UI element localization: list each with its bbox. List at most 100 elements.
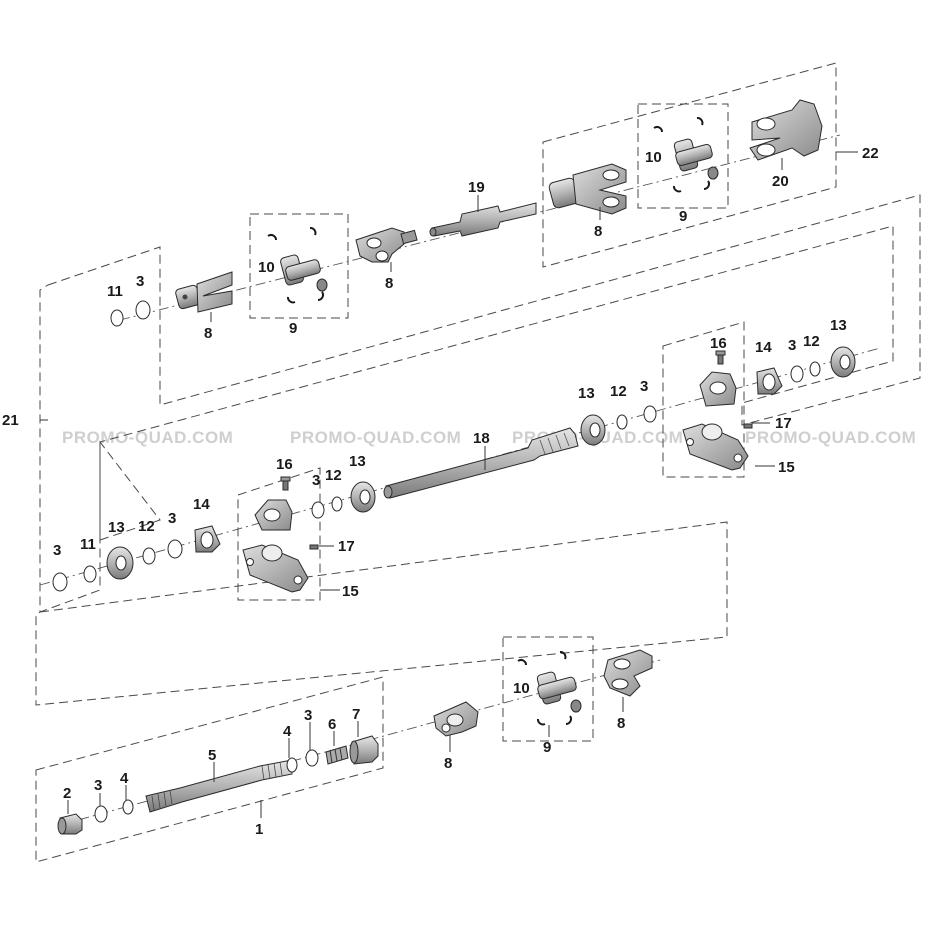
callout-10: 10 (513, 680, 530, 697)
axis-upper (119, 134, 841, 321)
snap-ring-11 (110, 309, 124, 327)
callout-12: 12 (803, 333, 820, 350)
screw-17-left (309, 544, 319, 550)
circlip-4 (286, 757, 298, 773)
group-21-inner-outline (99, 440, 161, 541)
clips-10-upper-right (653, 117, 710, 193)
lower-assembly (57, 649, 653, 835)
yoke-8-lower-right (603, 649, 653, 697)
shaft-18 (383, 427, 579, 499)
universal-joint-cross-10-lower (536, 671, 582, 713)
callout-10: 10 (258, 259, 275, 276)
callout-11: 11 (80, 536, 96, 553)
callout-3: 3 (168, 510, 176, 527)
callout-13: 13 (349, 453, 366, 470)
callout-15: 15 (342, 583, 359, 600)
group-outlines (35, 62, 921, 863)
callout-3: 3 (136, 273, 144, 290)
cap-2 (57, 813, 83, 835)
snap-ring-12 (331, 496, 343, 512)
seal-13-left (106, 546, 134, 580)
callout-8: 8 (444, 755, 452, 772)
callout-8: 8 (617, 715, 625, 732)
universal-joint-cross-10-upper-left (280, 254, 328, 292)
callout-20: 20 (772, 173, 789, 190)
snap-ring-11 (83, 565, 97, 583)
flange-yoke-20 (749, 99, 823, 161)
seal-13-right-b (830, 346, 856, 378)
callout-10: 10 (645, 149, 662, 166)
seal-13-right-a (580, 414, 606, 446)
callout-3: 3 (304, 707, 312, 724)
callout-7: 7 (352, 706, 360, 723)
group-9-box-upper-right (637, 103, 729, 209)
callout-3: 3 (53, 542, 61, 559)
callout-13: 13 (108, 519, 125, 536)
group-22-outline (542, 62, 837, 268)
callout-9: 9 (289, 320, 297, 337)
callout-16: 16 (710, 335, 727, 352)
yoke-8-upper-right (548, 163, 627, 215)
washer-3 (790, 365, 804, 383)
snap-ring-12 (616, 414, 628, 430)
seal-13-center (350, 481, 376, 513)
washer-3 (94, 805, 108, 823)
group-21-lower-outline (35, 521, 728, 706)
callout-6: 6 (328, 716, 336, 733)
bolt-16-right (715, 350, 726, 365)
callout-8: 8 (594, 223, 602, 240)
callout-13: 13 (578, 385, 595, 402)
universal-joint-cross-10-upper-right (673, 138, 719, 180)
callout-5: 5 (208, 747, 216, 764)
upper-assembly (110, 99, 823, 327)
spring-6 (325, 745, 349, 765)
group-15-box-right (662, 321, 745, 478)
circlip-4 (122, 799, 134, 815)
callout-12: 12 (138, 518, 155, 535)
group-9-box-lower (502, 636, 594, 742)
yoke-8-lower-left (433, 701, 479, 737)
washer-3 (311, 501, 325, 519)
callout-3: 3 (312, 472, 320, 489)
washer-3 (135, 300, 151, 320)
callout-21: 21 (2, 412, 19, 429)
snap-ring-12 (809, 361, 821, 377)
bolt-16-left (280, 476, 291, 491)
washer-3 (305, 749, 319, 767)
washer-3 (643, 405, 657, 423)
callout-18: 18 (473, 430, 490, 447)
washer-3 (167, 539, 183, 559)
callout-12: 12 (610, 383, 627, 400)
callout-14: 14 (193, 496, 210, 513)
snap-ring-12 (142, 547, 156, 565)
watermark-text: PROMO-QUAD.COM (62, 428, 233, 447)
callout-8: 8 (204, 325, 212, 342)
spacer-14-right (756, 367, 783, 395)
bearing-housing-15-left (242, 499, 309, 593)
callout-1: 1 (255, 821, 263, 838)
callout-8: 8 (385, 275, 393, 292)
screw-17-right (743, 423, 753, 429)
middle-assembly (52, 346, 856, 593)
leader-lines (40, 151, 858, 818)
bearing-housing-15-right (682, 371, 749, 471)
shaft-19 (429, 202, 537, 237)
yoke-8-upper-middle (355, 227, 418, 263)
callout-labels: 1 2 3 4 5 4 3 6 7 8 10 9 8 3 11 13 12 3 … (2, 145, 879, 838)
callout-17: 17 (775, 415, 792, 432)
callout-4: 4 (120, 770, 129, 787)
washer-3 (52, 572, 68, 592)
clips-10-lower (517, 651, 572, 726)
watermark-text: PROMO-QUAD.COM (290, 428, 461, 447)
callout-9: 9 (679, 208, 687, 225)
callout-9: 9 (543, 739, 551, 756)
callout-16: 16 (276, 456, 293, 473)
callout-19: 19 (468, 179, 485, 196)
callout-4: 4 (283, 723, 292, 740)
callout-11: 11 (107, 283, 123, 300)
callout-13: 13 (830, 317, 847, 334)
callout-3: 3 (788, 337, 796, 354)
axle-shaft-5 (145, 759, 293, 813)
callout-3: 3 (640, 378, 648, 395)
